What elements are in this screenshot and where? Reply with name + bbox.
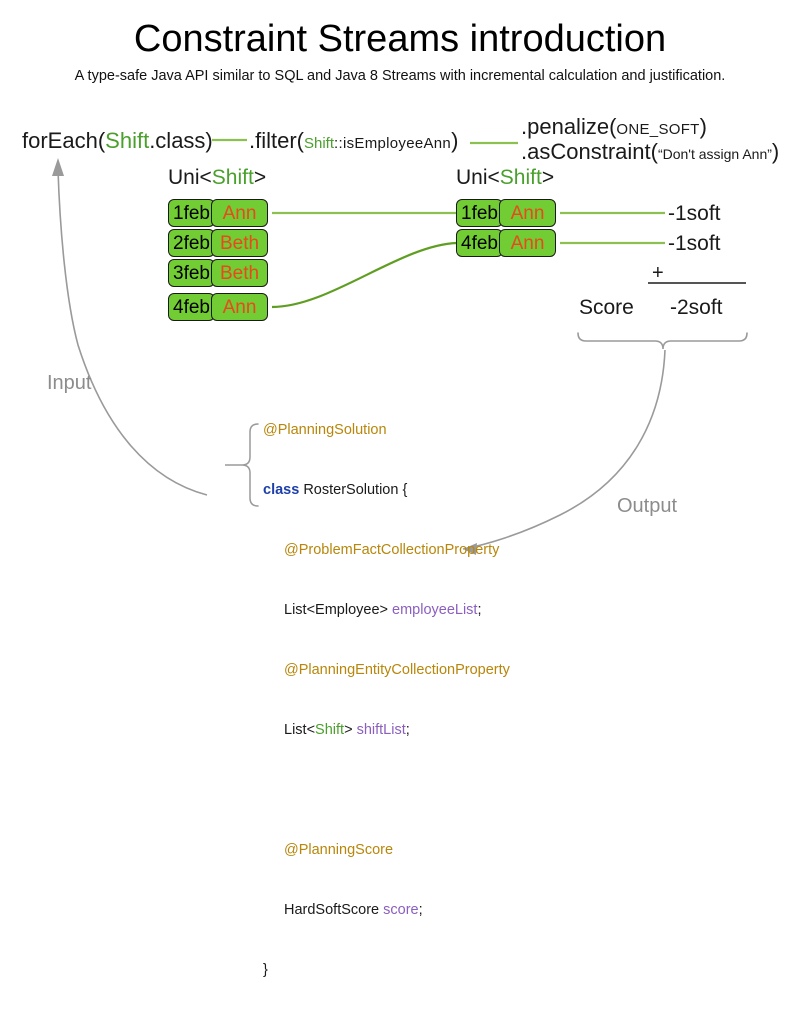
uni-left-type: Shift [211, 166, 254, 189]
fact-employee: Beth [211, 229, 268, 257]
shift-list-post: > [344, 722, 357, 738]
annotation-problem-fact: @ProblemFactCollectionProperty [284, 542, 500, 558]
code-block: @PlanningSolution class RosterSolution {… [263, 380, 510, 1020]
annotation-planning-solution: @PlanningSolution [263, 422, 387, 438]
asconstraint-method: .asConstraint( [521, 139, 658, 164]
score-field-var: score [383, 902, 419, 918]
code-line: @PlanningScore [263, 840, 510, 860]
sum-operator: + [652, 262, 664, 284]
filter-type: Shift [304, 135, 335, 152]
keyword-class: class [263, 482, 300, 498]
fact-row: 3feb Beth [168, 259, 268, 287]
uni-label-left: Uni<Shift> [168, 166, 266, 190]
fact-row: 4feb Ann [168, 293, 268, 321]
diagram-canvas: Constraint Streams introduction A type-s… [22, 18, 779, 978]
input-label: Input [47, 372, 92, 394]
fact-date: 3feb [168, 259, 215, 287]
fact-employee: Ann [499, 229, 556, 257]
fact-date: 2feb [168, 229, 215, 257]
score-field-type: HardSoftScore [284, 902, 384, 918]
penalty-value-2: -1soft [668, 232, 721, 255]
fact-employee: Ann [211, 293, 268, 321]
shift-list-type: Shift [315, 722, 345, 738]
score-label: Score [579, 296, 634, 319]
annotation-planning-score: @PlanningScore [284, 842, 394, 858]
penalize-method: .penalize( [521, 114, 617, 139]
fact-row: 1feb Ann [456, 199, 556, 227]
foreach-type: Shift [105, 128, 150, 153]
input-arrowhead [52, 158, 64, 176]
score-total: -2soft [670, 296, 723, 319]
code-line: List<Shift> shiftList; [263, 720, 510, 740]
code-line: @ProblemFactCollectionProperty [263, 540, 510, 560]
penalize-arg: ONE_SOFT [616, 121, 700, 138]
code-line: @PlanningSolution [263, 420, 510, 440]
foreach-method: forEach( [22, 128, 106, 153]
fact-date: 1feb [168, 199, 215, 227]
page-subtitle: A type-safe Java API similar to SQL and … [74, 68, 726, 84]
score-field-semi: ; [418, 902, 423, 918]
uni-left-suffix: > [253, 166, 267, 189]
filter-expression: .filter(Shift::isEmployeeAnn) [249, 128, 458, 157]
code-blank-line [263, 780, 510, 800]
uni-right-prefix: Uni< [456, 166, 500, 189]
page-title: Constraint Streams introduction [133, 18, 667, 60]
class-name: RosterSolution { [303, 482, 408, 498]
fact-employee: Ann [211, 199, 268, 227]
code-line: } [263, 960, 510, 980]
fact-date: 4feb [456, 229, 503, 257]
uni-right-suffix: > [541, 166, 555, 189]
shift-list-semi: ; [405, 722, 410, 738]
employee-list-semi: ; [477, 602, 482, 618]
filter-method: .filter( [249, 128, 304, 153]
annotation-planning-entity: @PlanningEntityCollectionProperty [284, 662, 510, 678]
filter-close: ) [451, 128, 459, 153]
uni-left-prefix: Uni< [168, 166, 212, 189]
employee-list-var: employeeList [392, 602, 478, 618]
score-brace [577, 332, 748, 350]
shift-list-var: shiftList [356, 722, 406, 738]
penalty-value-1: -1soft [668, 202, 721, 225]
foreach-expression: forEach(Shift.class) [22, 128, 213, 154]
stream-connector-row4 [271, 241, 458, 309]
code-line: HardSoftScore score; [263, 900, 510, 920]
class-close-brace: } [263, 962, 268, 978]
code-line: @PlanningEntityCollectionProperty [263, 660, 510, 680]
fact-date: 1feb [456, 199, 503, 227]
penalize-close: ) [699, 114, 707, 139]
foreach-tail: .class) [149, 128, 213, 153]
output-label: Output [617, 495, 678, 517]
asconstraint-arg: “Don't assign Ann” [657, 146, 772, 162]
fact-row: 2feb Beth [168, 229, 268, 257]
shift-list-pre: List< [284, 722, 316, 738]
code-field-brace [241, 423, 259, 507]
penalize-expression: .penalize(ONE_SOFT) [521, 114, 707, 143]
uni-label-right: Uni<Shift> [456, 166, 554, 190]
uni-right-type: Shift [499, 166, 542, 189]
asconstraint-close: ) [771, 139, 780, 164]
asconstraint-expression: .asConstraint(“Don't assign Ann”) [521, 139, 779, 167]
fact-row: 4feb Ann [456, 229, 556, 257]
fact-date: 4feb [168, 293, 215, 321]
fact-employee: Beth [211, 259, 268, 287]
filter-tail: ::isEmployeeAnn [334, 135, 452, 152]
fact-employee: Ann [499, 199, 556, 227]
code-line: List<Employee> employeeList; [263, 600, 510, 620]
employee-list-type: List<Employee> [284, 602, 393, 618]
fact-row: 1feb Ann [168, 199, 268, 227]
code-line: class RosterSolution { [263, 480, 510, 500]
